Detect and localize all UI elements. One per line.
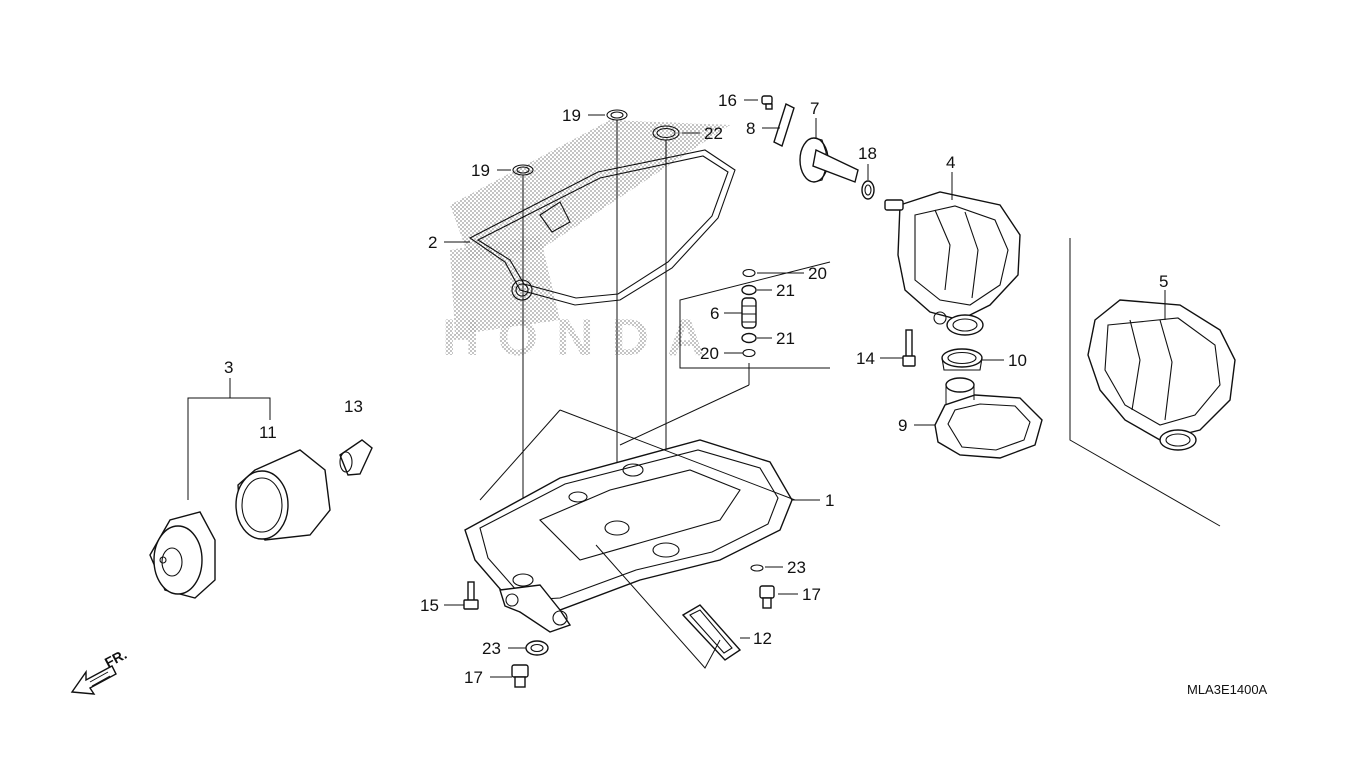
callout-6: 6 — [710, 304, 719, 323]
callout-17-left: 17 — [464, 668, 483, 687]
filter-boss-13 — [339, 439, 373, 476]
callout-9: 9 — [898, 416, 907, 435]
chain-guide — [773, 103, 795, 147]
drive-gear-shaft — [799, 137, 859, 183]
callout-21-lower: 21 — [776, 329, 795, 348]
callout-13: 13 — [344, 397, 363, 416]
callout-10: 10 — [1008, 351, 1027, 370]
oil-filter-cap — [149, 511, 216, 599]
oil-strainer — [934, 377, 1043, 459]
drive-chain-guide-bolt — [761, 95, 773, 110]
callout-17-right: 17 — [802, 585, 821, 604]
oil-pan-gasket — [468, 149, 736, 306]
relief-valve-assembly — [619, 261, 831, 446]
o-ring-19-upper — [606, 109, 628, 121]
callout-23-left: 23 — [482, 639, 501, 658]
callout-19-lower: 19 — [471, 161, 490, 180]
callout-16: 16 — [718, 91, 737, 110]
leader-3 — [187, 397, 271, 500]
callout-15: 15 — [420, 596, 439, 615]
callout-14: 14 — [856, 349, 875, 368]
callout-4: 4 — [946, 153, 955, 172]
callout-11: 11 — [259, 423, 277, 442]
callout-leaders — [444, 99, 1166, 678]
drain-bolt-17-left — [511, 664, 529, 688]
callout-22: 22 — [704, 124, 723, 143]
callout-18: 18 — [858, 144, 877, 163]
oil-pump — [884, 191, 1021, 336]
callout-5: 5 — [1159, 272, 1168, 291]
watermark-text: HONDA — [442, 309, 723, 367]
oil-pan — [464, 409, 796, 633]
strainer-seal-10 — [941, 348, 983, 371]
callout-23-right: 23 — [787, 558, 806, 577]
bolt-15 — [463, 581, 479, 610]
callout-8: 8 — [746, 119, 755, 138]
oil-filter — [235, 449, 331, 541]
diagram-code: MLA3E1400A — [1187, 682, 1268, 697]
callout-19-upper: 19 — [562, 106, 581, 125]
callout-labels: 3 11 13 2 19 19 22 16 8 7 18 4 5 20 21 6… — [224, 91, 1168, 687]
callout-21-upper: 21 — [776, 281, 795, 300]
washer-18 — [861, 180, 875, 200]
shading-band: HONDA — [442, 120, 730, 367]
oil-screen-12 — [595, 544, 742, 669]
callout-3: 3 — [224, 358, 233, 377]
callout-7: 7 — [810, 99, 819, 118]
front-label: FR. — [102, 646, 129, 671]
bolt-14 — [902, 329, 916, 367]
front-arrow-icon — [70, 665, 117, 695]
callout-1: 1 — [825, 491, 834, 510]
washer-23-left — [525, 640, 549, 656]
callout-20-lower: 20 — [700, 344, 719, 363]
callout-20-upper: 20 — [808, 264, 827, 283]
washer-23-right — [750, 564, 764, 572]
drain-bolt-17-right — [759, 585, 775, 609]
oil-pump-assembly — [1069, 238, 1236, 527]
callout-12: 12 — [753, 629, 772, 648]
callout-2: 2 — [428, 233, 437, 252]
